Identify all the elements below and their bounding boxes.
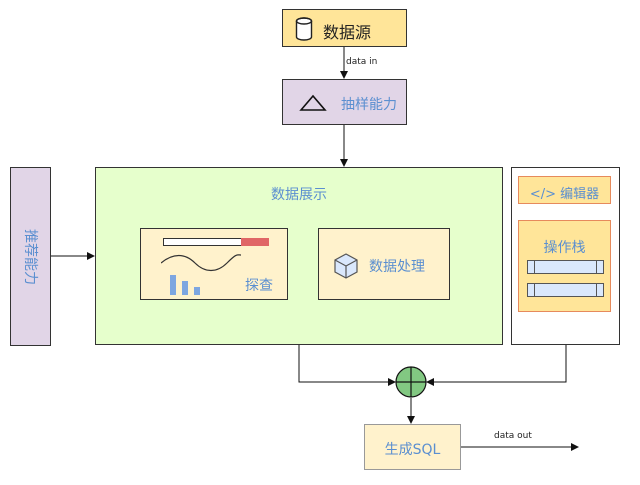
- sample-node[interactable]: 抽样能力: [282, 79, 407, 125]
- explore-node[interactable]: 探查: [140, 228, 288, 300]
- sample-label: 抽样能力: [341, 97, 397, 113]
- database-icon: [295, 17, 313, 41]
- process-label: 数据处理: [369, 259, 425, 275]
- edge-label-data-in: data in: [346, 57, 378, 67]
- datasource-label: 数据源: [323, 23, 372, 42]
- bar-chart-icon: [170, 275, 176, 295]
- edge-display-merge: [298, 345, 396, 386]
- recommend-node[interactable]: 推荐能力: [10, 167, 51, 346]
- circle-plus-icon: [395, 366, 427, 398]
- stack-label: 操作栈: [543, 240, 586, 256]
- recommend-label: 推荐能力: [21, 228, 38, 285]
- bar-chart-icon: [194, 287, 200, 295]
- triangle-icon: [299, 94, 327, 111]
- cube-icon: [334, 253, 358, 279]
- editor-button[interactable]: </> 编辑器: [518, 176, 611, 204]
- datasource-node[interactable]: 数据源: [282, 9, 407, 47]
- explore-label: 探查: [245, 278, 273, 294]
- progress-bar-fill: [241, 238, 269, 246]
- editor-label: </> 编辑器: [529, 187, 600, 202]
- wave-icon: [161, 254, 241, 272]
- stack-row[interactable]: [527, 283, 604, 297]
- operation-stack[interactable]: 操作栈: [518, 220, 611, 312]
- gensql-label: 生成SQL: [384, 442, 441, 458]
- stack-row[interactable]: [527, 260, 604, 274]
- bar-chart-icon: [182, 281, 188, 295]
- display-title: 数据展示: [271, 187, 327, 203]
- edge-label-data-out: data out: [494, 431, 532, 441]
- process-node[interactable]: 数据处理: [318, 228, 450, 300]
- gensql-node[interactable]: 生成SQL: [364, 424, 461, 470]
